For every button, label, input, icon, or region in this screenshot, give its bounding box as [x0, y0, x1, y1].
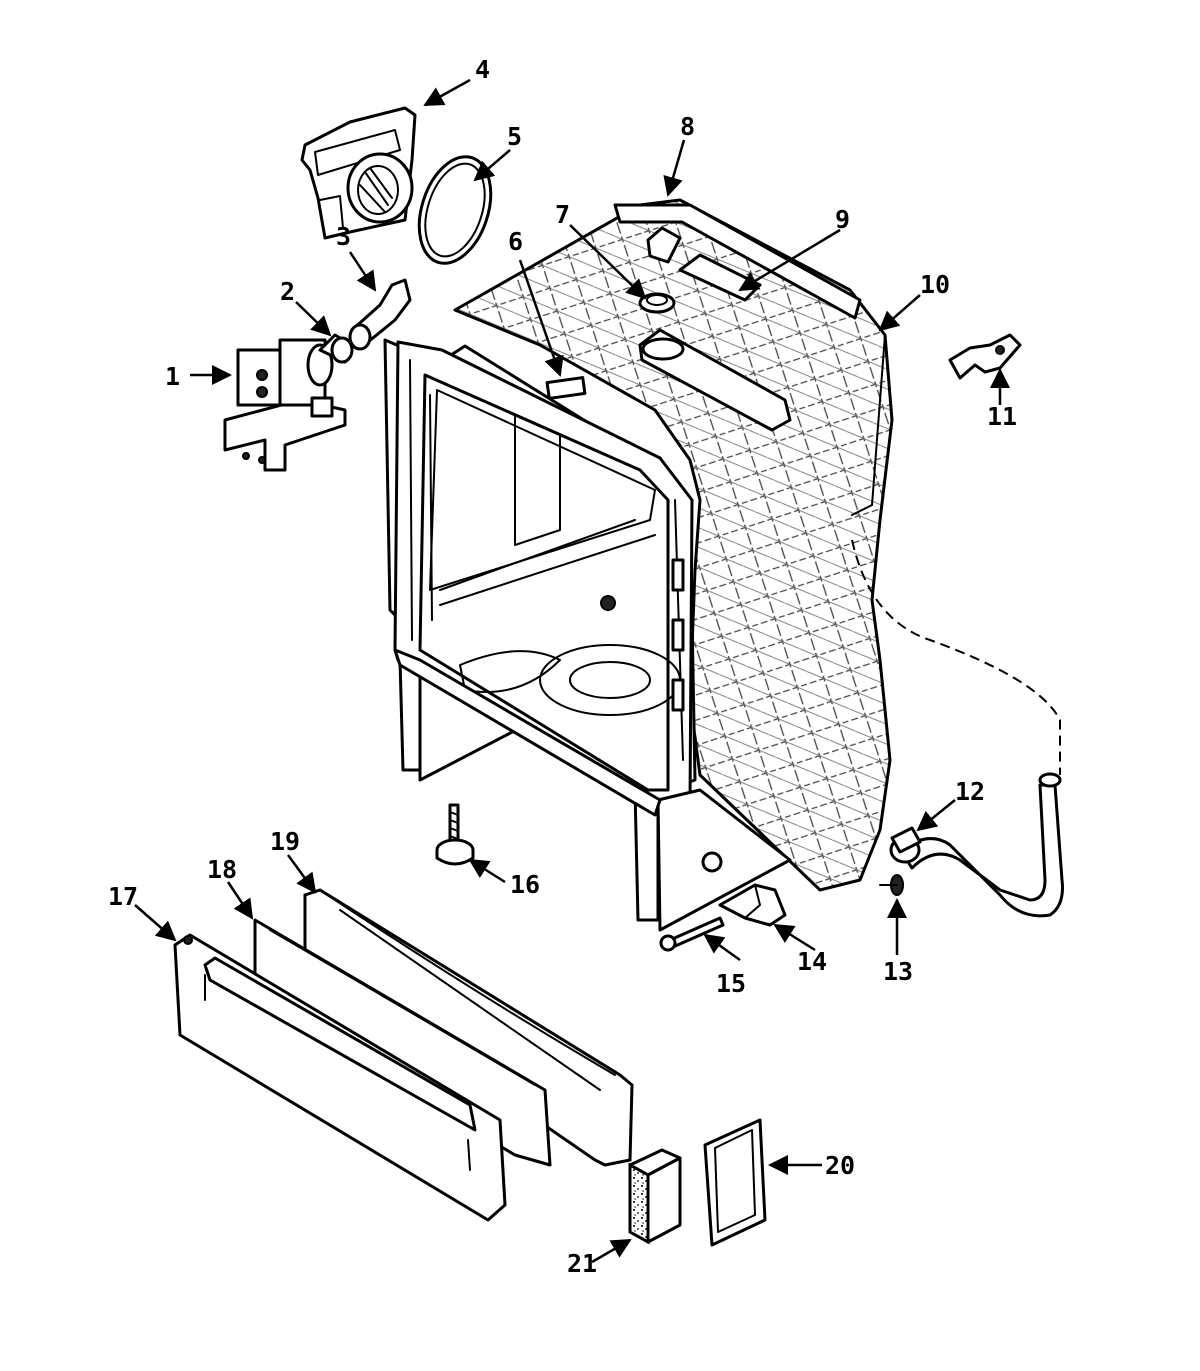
- foam-block: [628, 1148, 682, 1245]
- label-19: 19: [270, 827, 300, 856]
- door-clip: [545, 376, 587, 400]
- leader-17: [134, 904, 177, 942]
- leader-9: [738, 228, 841, 292]
- tub-frame: [383, 338, 792, 932]
- water-inlet-valve: [223, 338, 347, 472]
- leader-lines: [134, 78, 1010, 1264]
- leader-16: [468, 858, 506, 884]
- vent-grommet: [638, 226, 682, 314]
- label-16: 16: [510, 870, 540, 899]
- label-14: 14: [797, 947, 827, 976]
- leader-14: [773, 923, 816, 952]
- leader-4: [423, 78, 471, 107]
- screw: [659, 916, 725, 952]
- dispenser-housing: [300, 106, 417, 240]
- label-2: 2: [280, 277, 295, 306]
- label-1: 1: [165, 362, 180, 391]
- label-13: 13: [883, 957, 913, 986]
- label-6: 6: [508, 227, 523, 256]
- leader-19: [286, 854, 317, 894]
- leader-6: [518, 259, 564, 377]
- leader-3: [348, 251, 377, 292]
- label-15: 15: [716, 969, 746, 998]
- toe-kick-panel: [173, 933, 507, 1222]
- leader-2: [295, 301, 332, 337]
- ring-gasket: [417, 155, 493, 265]
- leader-5: [473, 149, 511, 182]
- leader-21: [591, 1238, 632, 1264]
- label-7: 7: [555, 200, 570, 229]
- label-20: 20: [825, 1151, 855, 1180]
- leader-8: [663, 139, 686, 197]
- elbow-fitting: [318, 333, 354, 364]
- label-17: 17: [108, 882, 138, 911]
- leader-18: [226, 881, 254, 920]
- drain-plug: [879, 874, 904, 896]
- cover-plate: [703, 1118, 767, 1247]
- leader-15: [703, 933, 741, 962]
- fill-hose: [348, 278, 412, 351]
- leveling-leg: [435, 803, 475, 866]
- label-5: 5: [507, 122, 522, 151]
- label-8: 8: [680, 112, 695, 141]
- leader-10: [878, 294, 921, 332]
- leader-7: [569, 224, 647, 300]
- label-12: 12: [955, 777, 985, 806]
- label-3: 3: [336, 222, 351, 251]
- top-seal-strip: [613, 203, 862, 320]
- label-18: 18: [207, 855, 237, 884]
- part-labels: 1 2 3 4 5 6 7 8 9 10 11 12 13 14 15 16 1…: [108, 55, 1017, 1278]
- mounting-bracket: [718, 883, 787, 927]
- label-4: 4: [475, 55, 490, 84]
- hose-clip: [948, 333, 1022, 380]
- label-9: 9: [835, 205, 850, 234]
- label-11: 11: [987, 402, 1017, 431]
- leader-12: [916, 799, 956, 832]
- label-21: 21: [567, 1249, 597, 1278]
- insulation-blanket: [453, 198, 894, 892]
- label-10: 10: [920, 270, 950, 299]
- drain-hose: [851, 539, 1064, 918]
